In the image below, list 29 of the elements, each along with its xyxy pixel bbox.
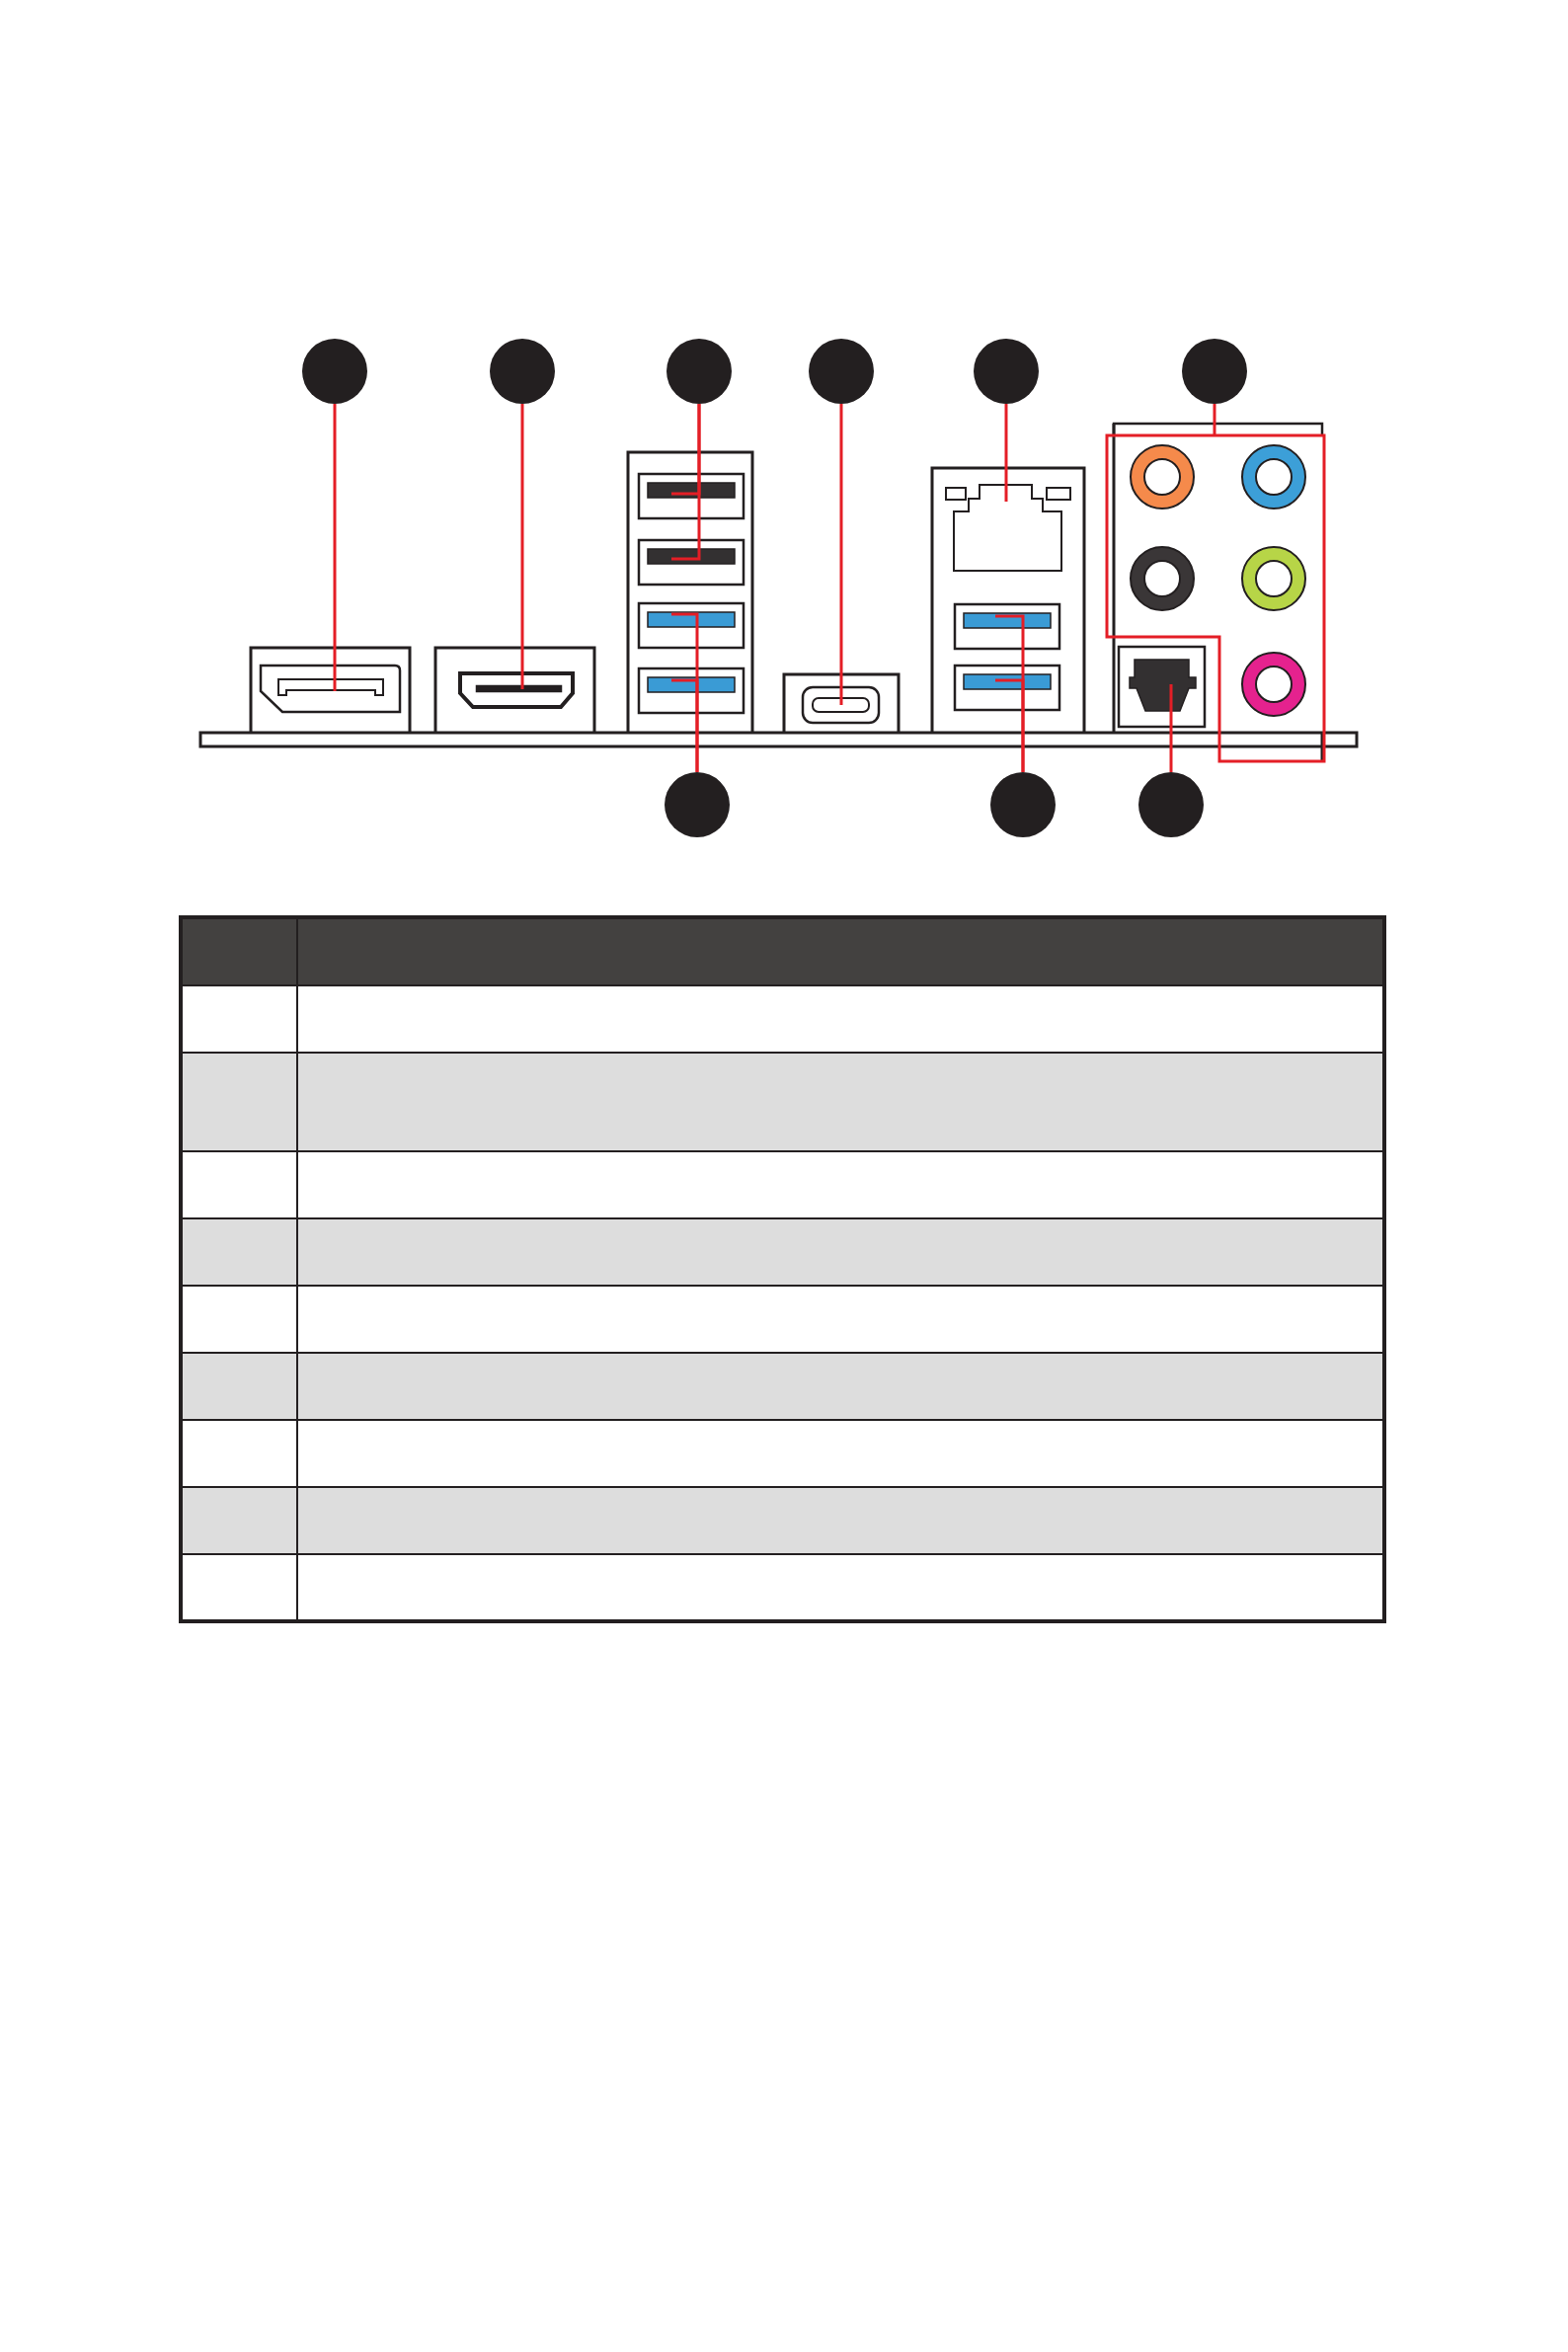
leader-line — [671, 404, 701, 561]
leader-line — [839, 404, 843, 705]
callout-circle — [1138, 772, 1204, 837]
callout-circle — [990, 772, 1056, 837]
leader-line — [1213, 404, 1216, 435]
usb-port — [637, 601, 745, 650]
leader-line — [520, 404, 524, 689]
optical-port — [1117, 645, 1207, 729]
callout-circle — [974, 339, 1039, 404]
usb-port — [637, 666, 745, 715]
leader-line — [333, 404, 337, 691]
callout-circle — [302, 339, 367, 404]
usb-port — [953, 664, 1061, 712]
usb-port — [637, 472, 745, 520]
leader-line — [995, 678, 1025, 772]
usb-c-port — [801, 685, 881, 725]
usb-port — [637, 538, 745, 587]
leader-line — [1004, 404, 1008, 502]
callout-circle — [666, 339, 732, 404]
callout-circle — [665, 772, 730, 837]
lan-port — [945, 484, 1071, 572]
callout-circle — [490, 339, 555, 404]
callout-circle — [809, 339, 874, 404]
video-port — [458, 671, 575, 709]
usb-port — [953, 602, 1061, 651]
leader-line — [671, 678, 699, 772]
callout-circle — [1182, 339, 1247, 404]
display-port — [259, 664, 402, 714]
leader-line — [1169, 684, 1173, 772]
